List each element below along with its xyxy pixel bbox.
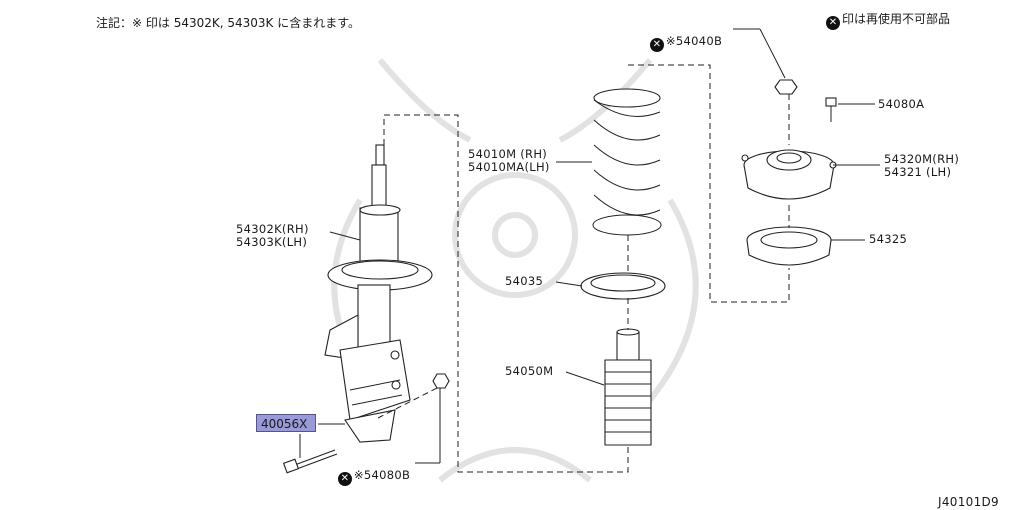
bolt-54080a-drawing: [825, 97, 837, 122]
coil-spring-drawing: [592, 88, 662, 236]
footnote-prefix: 注記：: [96, 16, 133, 30]
label-54325[interactable]: 54325: [869, 232, 908, 246]
label-54320m[interactable]: 54320M(RH) 54321 (LH): [884, 152, 960, 179]
leader-lines: [299, 28, 880, 464]
label-54040b[interactable]: ✕※54040B: [642, 22, 722, 52]
bound-bumper-drawing: [604, 328, 652, 446]
watermark-emblem: [331, 58, 699, 483]
non-reusable-icon: ✕: [826, 16, 840, 30]
spring-seat-drawing: [580, 272, 666, 300]
strut-assembly-drawing: [282, 144, 450, 474]
strut-mount-drawing: [741, 149, 837, 200]
nut-54040b-drawing: [774, 79, 798, 95]
assembly-dashed-lines: [377, 64, 790, 473]
label-40056x-highlighted[interactable]: 40056X: [256, 414, 316, 432]
part-number: ※54080B: [353, 468, 411, 482]
label-54050m[interactable]: 54050M: [505, 364, 554, 378]
label-54302k[interactable]: 54302K(RH) 54303K(LH): [236, 222, 309, 249]
part-number: ※54040B: [665, 34, 723, 48]
diagram-id: J40101D9: [938, 495, 999, 509]
footnote: 注記：※ 印は 54302K, 54303K に含まれます。: [96, 16, 360, 30]
label-54080b[interactable]: ✕※54080B: [330, 456, 410, 486]
non-reusable-icon: ✕: [337, 472, 352, 486]
label-54035[interactable]: 54035: [505, 274, 544, 288]
legend-text: 印は再使用不可部品: [842, 12, 951, 26]
label-54010m[interactable]: 54010M (RH) 54010MA(LH): [468, 147, 550, 174]
label-54080a[interactable]: 54080A: [878, 97, 925, 111]
non-reusable-icon: ✕: [649, 38, 664, 52]
footnote-text: ※ 印は 54302K, 54303K に含まれます。: [132, 16, 361, 30]
mount-bearing-drawing: [746, 226, 832, 266]
legend: ✕印は再使用不可部品: [826, 12, 950, 30]
